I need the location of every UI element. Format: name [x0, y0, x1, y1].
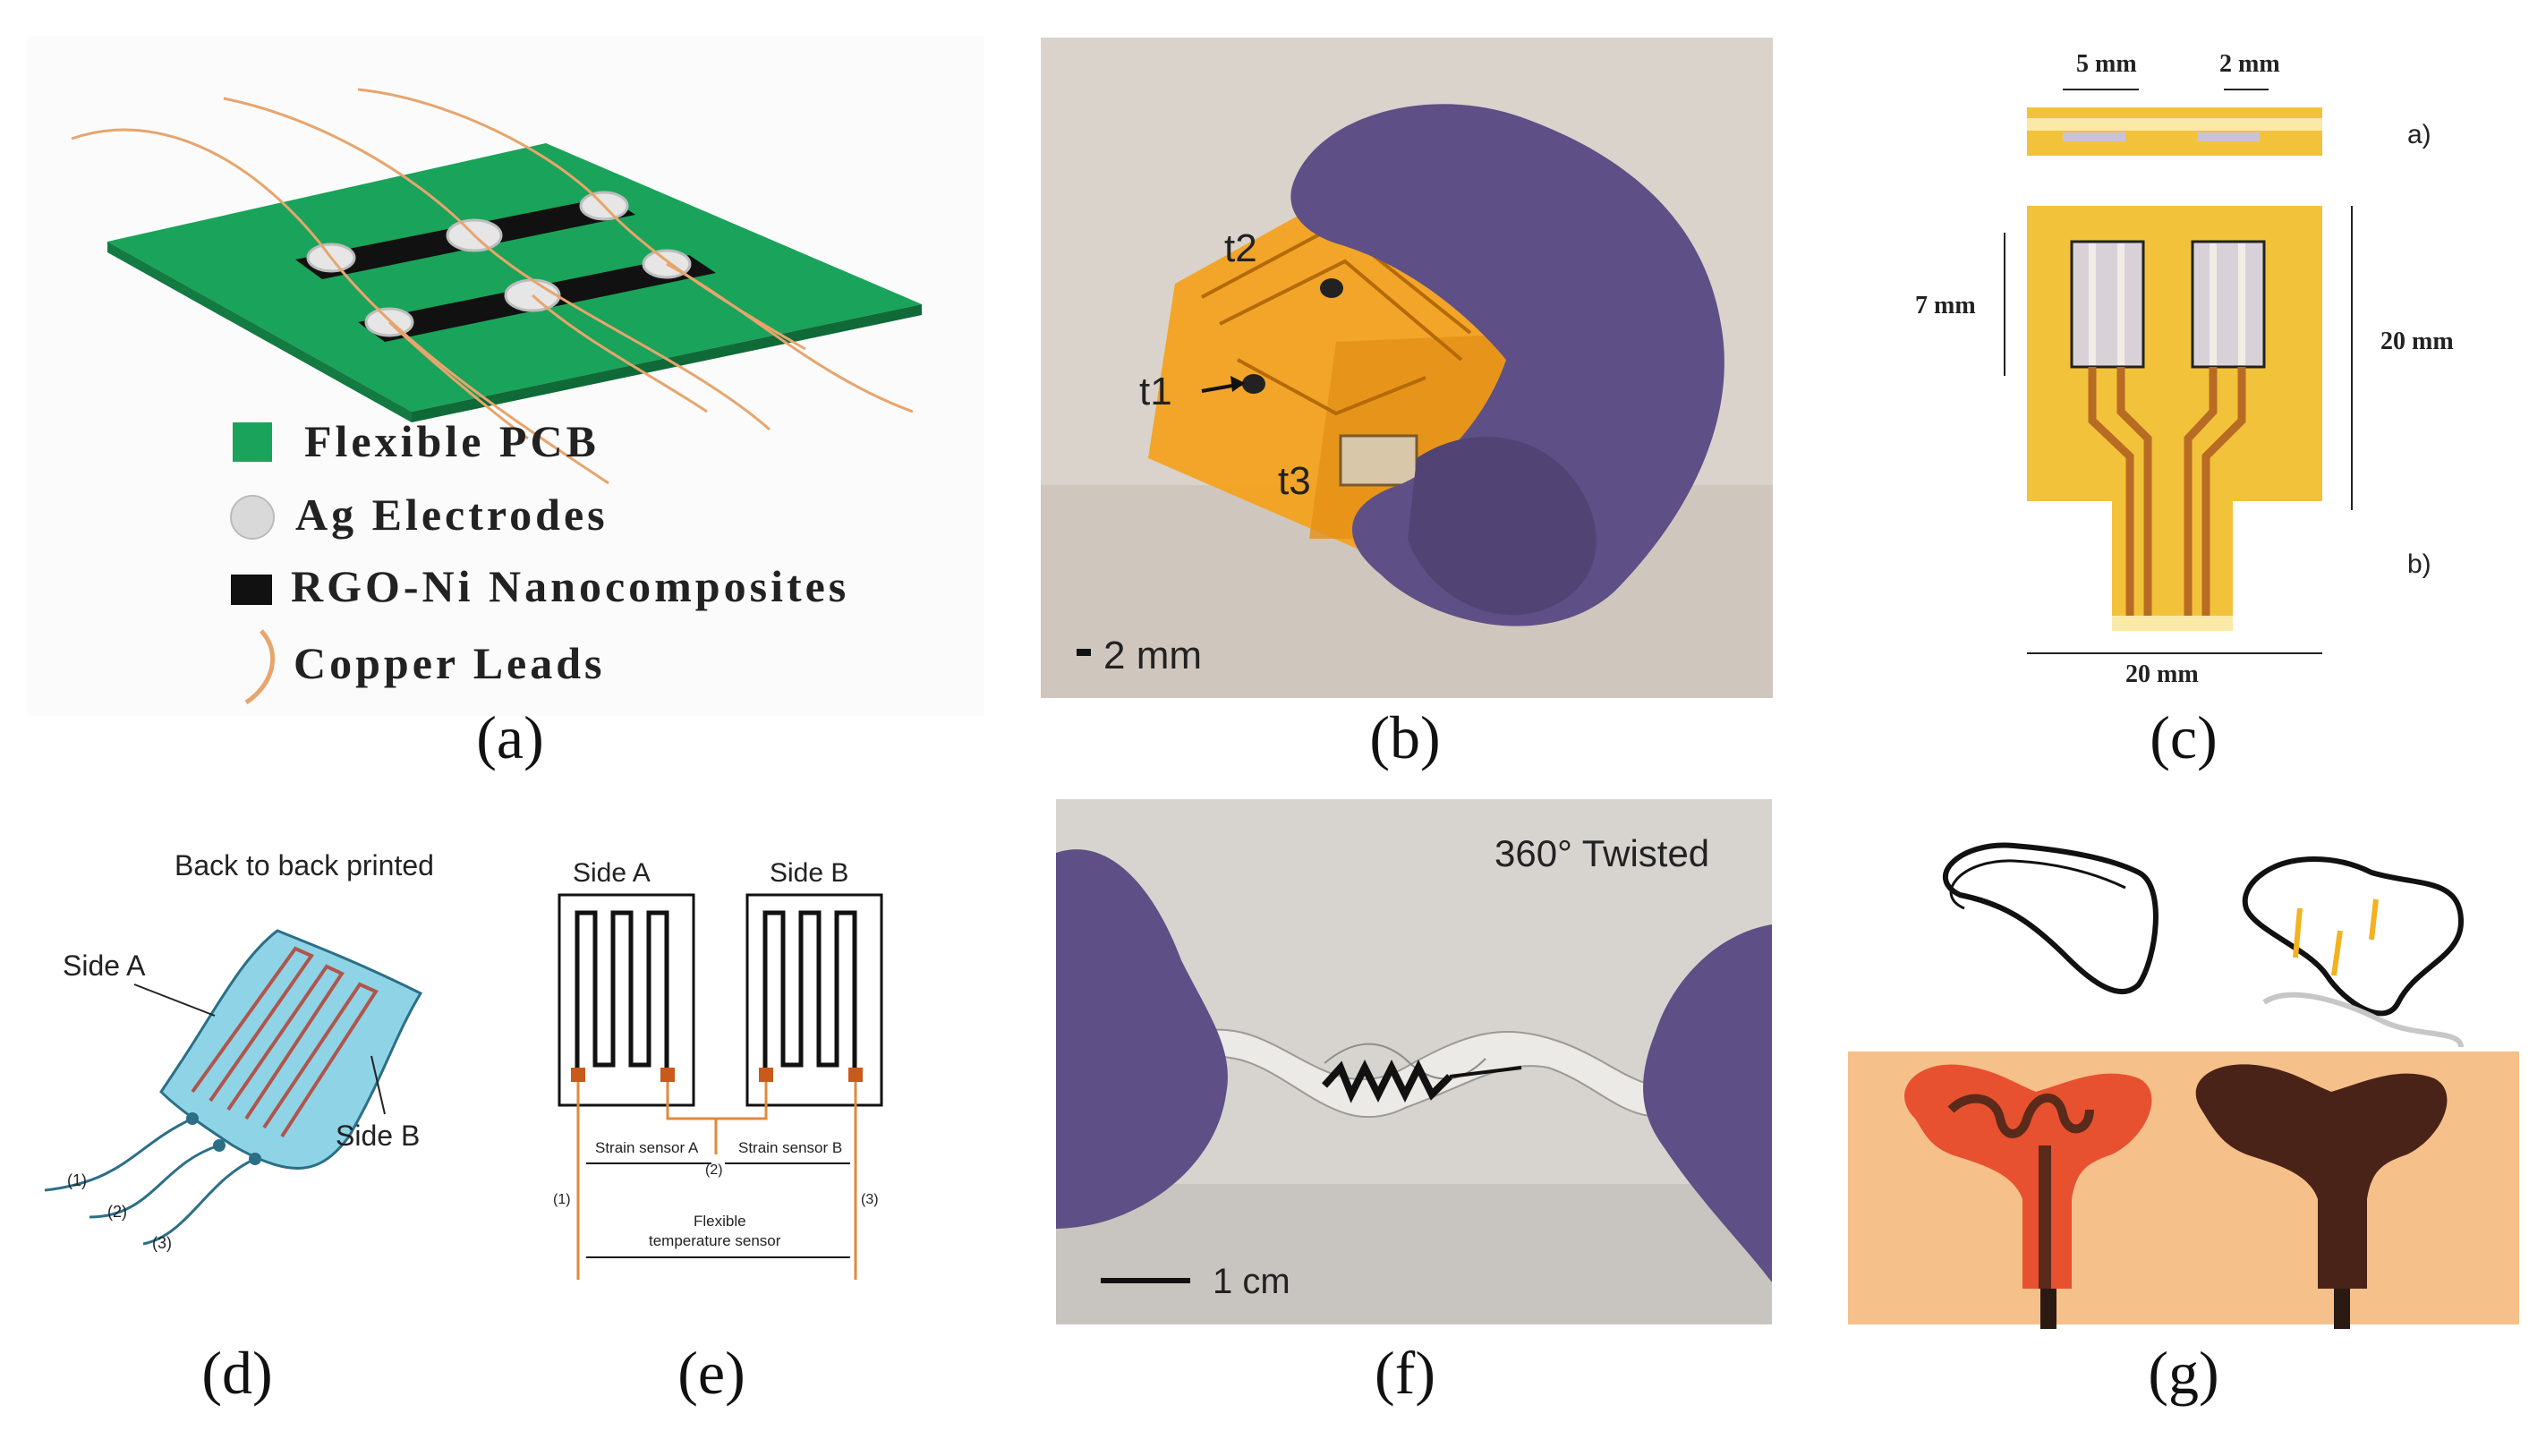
caption-e: (e): [677, 1339, 745, 1407]
back-to-back-title: Back to back printed: [175, 849, 434, 881]
left-glove: [1056, 849, 1228, 1229]
lead-1-label: (1): [67, 1171, 87, 1189]
rgo-ni-legend-icon: [231, 575, 272, 605]
panel-f-photo: 360° Twisted 1 cm: [1056, 799, 1772, 1324]
serpentine-sensor: [1322, 1060, 1452, 1103]
legend-rgo-ni: RGO-Ni Nanocomposites: [291, 561, 849, 611]
strain-sensor-a-label: Strain sensor A: [595, 1139, 699, 1156]
side-a-title: Side A: [573, 858, 651, 888]
label-t3: t3: [1278, 459, 1311, 503]
scale-label-1cm: 1 cm: [1213, 1262, 1290, 1301]
outline-sensor-left: [1943, 842, 2159, 995]
panel-e-diagram: Side A Side B Strain sensor A Strain sen…: [553, 858, 883, 1280]
flexible-pcb-legend-icon: [233, 422, 272, 462]
scale-label-2mm: 2 mm: [1103, 634, 1202, 677]
purple-glove: [1290, 104, 1724, 626]
dim-20mm-vertical: 20 mm: [2380, 328, 2454, 355]
dark-sensor: [2195, 1064, 2448, 1289]
lead-2-label: (2): [107, 1203, 127, 1221]
caption-c: (c): [2150, 703, 2218, 771]
electrode-pad-right: [2191, 240, 2266, 369]
electrode-pad-left: [2070, 240, 2145, 369]
label-t2: t2: [1224, 226, 1257, 270]
sensor-t2-dot: [1320, 278, 1343, 298]
dim-2mm: 2 mm: [2219, 50, 2280, 78]
right-glove: [1643, 924, 1772, 1282]
panel-a-figure: Flexible PCB Ag Electrodes RGO-Ni Nanoco…: [27, 36, 984, 716]
panel-d-diagram: Back to back printed Side A Side B (1) (…: [44, 849, 434, 1252]
caption-b: (b): [1369, 703, 1441, 771]
panel-c-diagram: 5 mm 2 mm a) 7 mm 20 mm b) 20 mm: [1915, 50, 2454, 688]
sensor-t1-dot: [1242, 374, 1265, 394]
sub-label-b: b): [2407, 549, 2431, 579]
caption-a: (a): [476, 703, 544, 771]
caption-f: (f): [1375, 1339, 1435, 1407]
outline-sensor-right: [2242, 856, 2465, 1017]
side-a-label: Side A: [63, 949, 146, 982]
caption-g: (g): [2148, 1339, 2219, 1407]
side-b-title: Side B: [770, 858, 848, 888]
legend-copper-leads: Copper Leads: [294, 638, 606, 688]
temperature-sensor-label: temperature sensor: [649, 1232, 781, 1249]
panel-g-figure: [1848, 842, 2519, 1329]
flexible-pcb-board: [107, 143, 922, 412]
ag-electrode-legend-icon: [230, 495, 275, 540]
panel-b-photo: t2 t1 t3 2 mm: [1041, 38, 1773, 698]
sub-label-a: a): [2407, 120, 2431, 149]
twisted-title: 360° Twisted: [1494, 832, 1709, 874]
copper-leads: [71, 88, 914, 485]
legend-flexible-pcb: Flexible PCB: [304, 416, 600, 466]
lead-e-1: (1): [553, 1192, 571, 1207]
dim-20mm-horizontal: 20 mm: [2125, 660, 2199, 688]
lead-3-label: (3): [152, 1234, 172, 1252]
legend-ag-electrodes: Ag Electrodes: [295, 490, 609, 540]
side-b-label: Side B: [336, 1120, 420, 1152]
dim-5mm: 5 mm: [2076, 50, 2137, 78]
cross-section-strip: [2027, 107, 2322, 156]
copper-lead-legend-icon: [244, 629, 276, 705]
sensor-t3-pad: [1339, 434, 1418, 487]
lead-e-3: (3): [861, 1192, 879, 1207]
scale-bar-2mm: [1077, 649, 1091, 656]
blue-leads: [44, 1117, 256, 1246]
lead-e-2: (2): [705, 1162, 723, 1178]
flexible-label: Flexible: [694, 1213, 746, 1230]
strain-sensor-b-label: Strain sensor B: [738, 1139, 842, 1156]
label-t1: t1: [1139, 370, 1172, 413]
dim-7mm: 7 mm: [1915, 292, 1976, 319]
caption-d: (d): [201, 1339, 273, 1407]
